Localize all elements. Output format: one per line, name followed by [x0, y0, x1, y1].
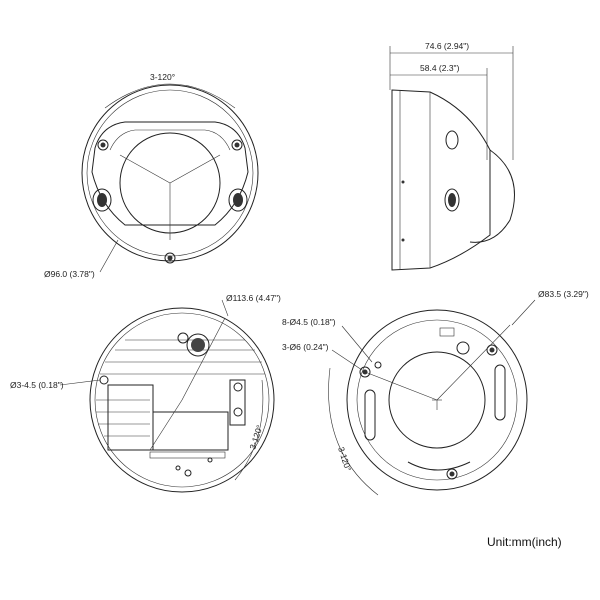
base-block-left [107, 384, 154, 451]
base-cable-port [186, 333, 210, 357]
mount-diameter-label: Ø83.5 (3.29") [538, 289, 589, 299]
base-screw-top [177, 332, 189, 344]
base-angle-arc [234, 379, 264, 481]
base-view: Ø113.6 (4.47") Ø3-4.5 (0.18") 3-120° [10, 293, 281, 493]
unit-label: Unit:mm(inch) [487, 535, 562, 549]
base-hole-4 [184, 469, 192, 477]
base-centerline-1 [181, 317, 226, 401]
mount-small-holes-leader [331, 349, 363, 371]
front-screw-1 [97, 139, 109, 151]
front-screw-2 [231, 139, 243, 151]
base-hole-5 [175, 465, 181, 471]
mount-large-holes-label: 8-Ø4.5 (0.18") [282, 317, 336, 327]
base-hole-6 [207, 457, 213, 463]
base-diameter-label: Ø113.6 (4.47") [226, 293, 281, 303]
base-block-center [152, 411, 229, 451]
mount-hole-small-1 [374, 361, 382, 369]
front-outer-circle [81, 84, 259, 262]
mount-hole-large-2 [486, 344, 498, 356]
front-shroud-inner [109, 129, 231, 151]
front-angle-label: 3-120° [150, 72, 175, 82]
mount-centerline-2 [436, 324, 511, 401]
side-view: 74.6 (2.94") 58.4 (2.3") [389, 41, 515, 271]
base-centerline-2 [149, 399, 183, 451]
front-ir-window-right-inner [233, 193, 243, 207]
front-view: 3-120° Ø96.0 (3.78") [44, 72, 259, 279]
front-screw-2-head [234, 142, 240, 148]
front-centerline-2 [119, 154, 171, 184]
base-hole-2 [233, 382, 243, 392]
mount-slot-left [364, 389, 376, 441]
mount-slot-bottom [407, 461, 471, 471]
side-ir-bottom [444, 188, 460, 212]
front-ir-window-left [92, 188, 112, 212]
base-angle-label: 3-120° [247, 424, 264, 451]
mount-angle-arc [328, 367, 379, 496]
base-hole-3 [233, 407, 243, 417]
mount-view: 8-Ø4.5 (0.18") 3-Ø6 (0.24") Ø83.5 (3.29"… [282, 289, 589, 496]
base-inner-ring [94, 312, 270, 488]
base-slot [149, 451, 226, 459]
base-cable-port-inner [191, 338, 205, 352]
mount-inner-ring [356, 319, 518, 481]
base-holes-label: Ø3-4.5 (0.18") [10, 380, 64, 390]
side-base-label: 58.4 (2.3") [420, 63, 460, 73]
side-screw-2 [401, 238, 405, 242]
front-ir-window-right [228, 188, 248, 212]
side-total-label: 74.6 (2.94") [425, 41, 469, 51]
front-ir-window-left-inner [97, 193, 107, 207]
mount-large-holes-leader [341, 325, 373, 363]
mount-hole-large-2-inner [489, 347, 495, 353]
base-block-right [229, 379, 246, 426]
base-outer-circle [89, 307, 275, 493]
front-screw-1-head [100, 142, 106, 148]
mount-hole-large-3 [446, 468, 458, 480]
front-centerline-3 [169, 154, 221, 184]
front-screw-3-head [167, 255, 173, 261]
mount-small-holes-label: 3-Ø6 (0.24") [282, 342, 329, 352]
front-shroud [91, 121, 249, 226]
mount-centerline-1 [364, 371, 438, 401]
mount-hole-large-1 [359, 366, 371, 378]
base-hole-1 [99, 375, 109, 385]
side-dome [469, 149, 515, 243]
side-body [391, 89, 491, 271]
mount-tab [439, 327, 455, 337]
side-ir-top [445, 130, 459, 150]
front-angle-arc [104, 83, 236, 109]
base-diameter-leader [221, 299, 229, 317]
mount-hole-large-3-inner [449, 471, 455, 477]
front-screw-3 [164, 252, 176, 264]
mount-outer-circle [346, 309, 528, 491]
mount-slot-right [494, 364, 506, 421]
base-holes-leader [59, 379, 101, 386]
front-diameter-leader [99, 239, 119, 273]
front-diameter-label: Ø96.0 (3.78") [44, 269, 95, 279]
mount-angle-label: 3-120° [336, 446, 353, 473]
side-ir-bottom-inner [448, 193, 456, 207]
mount-diameter-leader [511, 299, 536, 326]
side-screw-1 [401, 180, 405, 184]
mount-cable-boss [456, 341, 470, 355]
mount-center-opening [388, 351, 486, 449]
